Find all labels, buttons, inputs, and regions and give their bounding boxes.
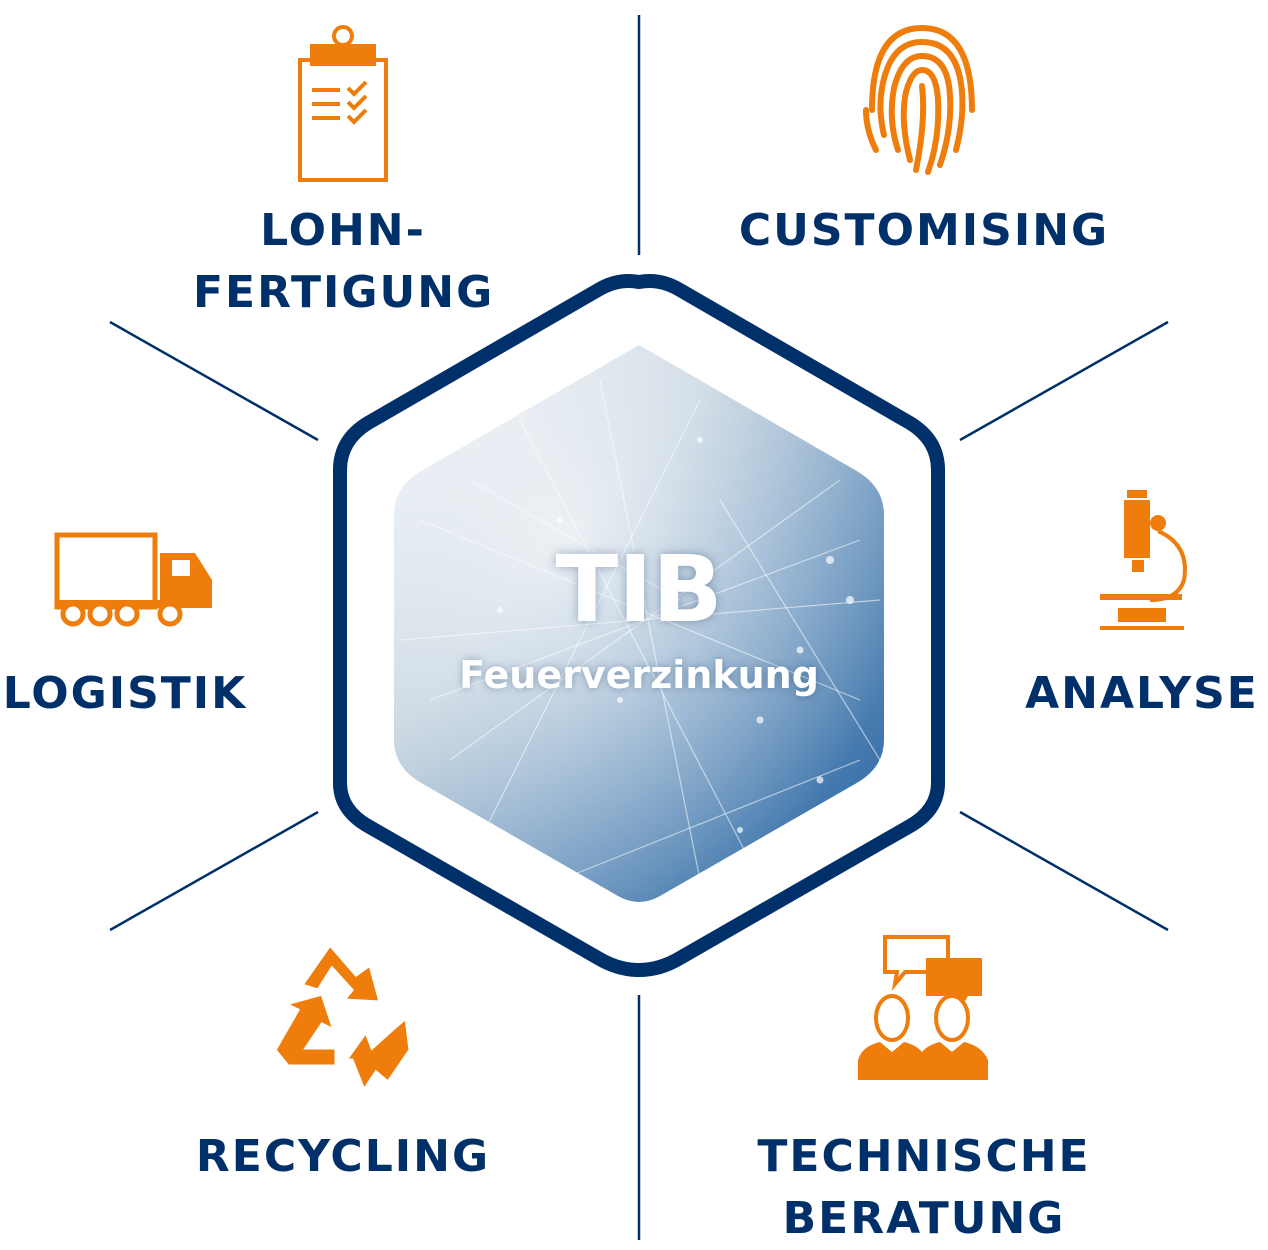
network-lines	[399, 379, 881, 881]
network-nodes	[497, 437, 854, 833]
label-customising: CUSTOMISING	[738, 205, 1110, 256]
label-lohnfertigung: LOHN- FERTIGUNG	[193, 200, 493, 324]
truck-icon	[54, 532, 212, 627]
divider-lower-left	[109, 810, 319, 932]
divider-upper-right	[959, 320, 1169, 442]
label-technische-beratung: TECHNISCHE BERATUNG	[724, 1126, 1124, 1250]
consultation-people-icon	[858, 935, 988, 1080]
label-technische-beratung-line1: TECHNISCHE	[757, 1131, 1091, 1182]
divider-lines	[109, 15, 1169, 1240]
recycle-icon	[273, 942, 412, 1094]
divider-upper-left	[109, 320, 319, 442]
central-hexagon	[333, 274, 945, 977]
clipboard-checklist-icon	[298, 25, 388, 182]
microscope-icon	[1100, 490, 1187, 630]
center-title: TIB	[555, 536, 723, 643]
label-lohnfertigung-line2: FERTIGUNG	[193, 267, 495, 318]
label-recycling: RECYCLING	[195, 1131, 491, 1182]
fingerprint-icon	[863, 24, 975, 175]
label-logistik: LOGISTIK	[2, 668, 248, 719]
label-analyse: ANALYSE	[1025, 668, 1259, 719]
divider-lower-right	[959, 810, 1169, 932]
center-subtitle: Feuerverzinkung	[459, 653, 819, 697]
label-technische-beratung-line2: BERATUNG	[782, 1193, 1066, 1244]
label-lohnfertigung-line1: LOHN-	[260, 205, 426, 256]
